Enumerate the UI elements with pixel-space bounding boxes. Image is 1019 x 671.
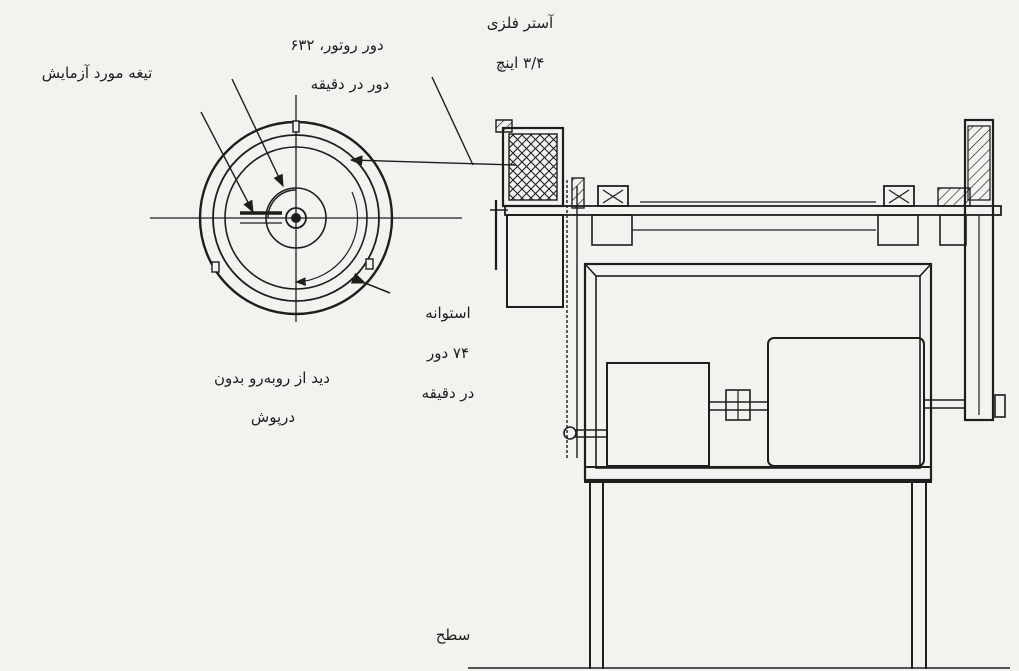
metal-liner-label-line2: ۳/۴ اینچ [495, 54, 545, 72]
cylinder-label-line3: در دقیقه [421, 384, 475, 402]
rotor-speed-label-line2: دور در دقیقه [310, 75, 390, 93]
rotor-speed-label-line1: دور روتور، ۶۳۲ [290, 36, 384, 54]
cylinder-label-line2: ۷۴ دور [426, 344, 470, 362]
front-view-label-line2: درپوش [250, 408, 296, 426]
metal-liner-label-line1: آستر فلزی [486, 14, 554, 32]
cylinder-label-line1: استوانه [425, 304, 471, 322]
front-view-rotor [150, 76, 517, 322]
front-view-label-line1: دید از روبه‌رو بدون [214, 369, 330, 387]
machine-side-view [468, 118, 1010, 669]
test-blade-label: تیغه مورد آزمایش [41, 64, 153, 82]
ground-label: سطح [435, 626, 471, 644]
